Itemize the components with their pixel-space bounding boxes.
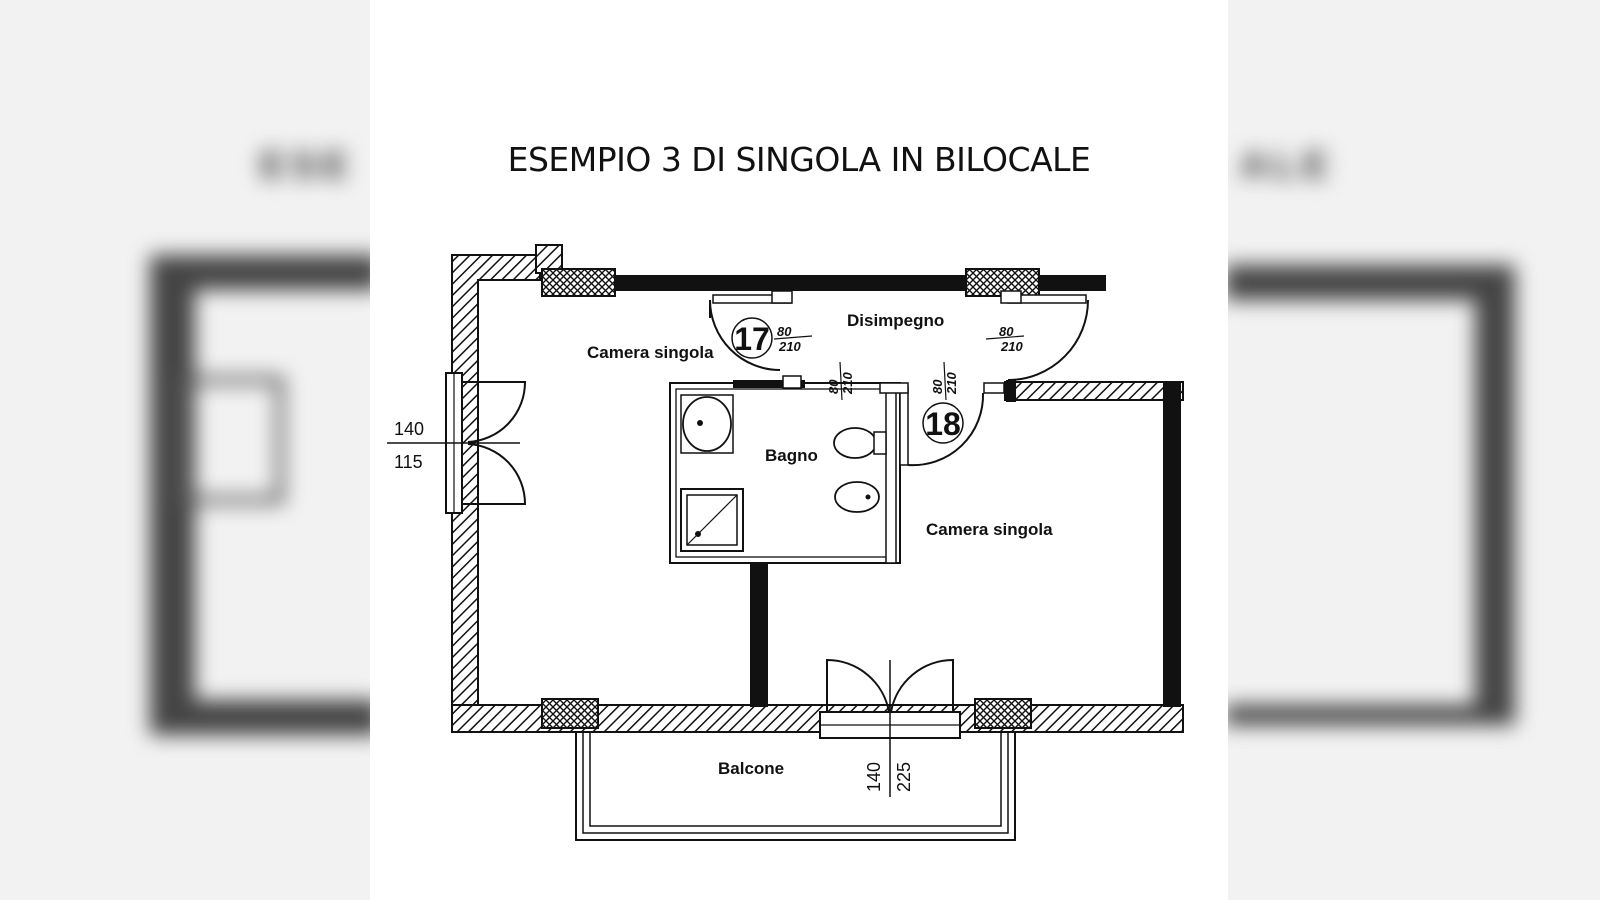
- bidet-icon: [834, 481, 880, 513]
- room-label-camera-left: Camera singola: [587, 343, 714, 362]
- sink-icon: [682, 396, 732, 452]
- door-17-circle: [731, 317, 773, 359]
- door-18-number: 18: [925, 406, 961, 442]
- balcony-rail-mid: [582, 732, 1009, 834]
- balcony-door-height: 225: [894, 762, 914, 792]
- door-17-dim-bar: [773, 335, 813, 340]
- window-left-height: 115: [394, 452, 423, 472]
- room-label-bagno: Bagno: [765, 446, 818, 465]
- window-left-sash-top: [462, 381, 527, 443]
- balcony-door-sash-right: [890, 658, 954, 713]
- shower-diagonal: [686, 494, 738, 546]
- shower-drain-icon: [695, 531, 701, 537]
- room-label-disimpegno: Disimpegno: [847, 311, 944, 330]
- room-label-balcone: Balcone: [718, 759, 784, 778]
- door-18-width: 80: [930, 379, 945, 394]
- bagno-room: [669, 375, 901, 564]
- backdrop-room-left: [195, 290, 380, 700]
- balcony-rail-outer: [575, 732, 1016, 841]
- window-left: [387, 372, 527, 514]
- door-right-hinge: [1000, 290, 1022, 304]
- backdrop-window: [176, 376, 284, 504]
- door-17-width: 80: [777, 324, 792, 339]
- window-left-sash-bottom: [462, 443, 527, 505]
- page-title: ESEMPIO 3 DI SINGOLA IN BILOCALE: [507, 140, 1091, 179]
- wall-east: [1163, 382, 1181, 707]
- external-walls: [451, 244, 1184, 733]
- wall-west-north: [451, 254, 541, 706]
- door-right-height: 210: [1000, 339, 1023, 354]
- door-right-width: 80: [999, 324, 1014, 339]
- backdrop-room-right: [1225, 300, 1475, 705]
- window-left-width: 140: [394, 419, 424, 439]
- wall-partition: [750, 563, 768, 707]
- toilet-tank: [873, 431, 887, 455]
- room-label-camera-right: Camera singola: [926, 520, 1053, 539]
- door-bagno-height: 210: [840, 372, 855, 395]
- door-bagno-dim-bar: [839, 361, 843, 401]
- toilet-icon: [833, 427, 877, 459]
- bidet-tap-icon: [865, 494, 871, 500]
- door-18-height: 210: [944, 372, 959, 395]
- backdrop-title-left: ESE: [260, 145, 354, 187]
- bagno-east-wall: [885, 387, 897, 564]
- door-18-dim-bar: [943, 361, 947, 401]
- corridor-doors: [709, 290, 1089, 467]
- door-right-swing: [1007, 299, 1089, 381]
- door-bagno-width: 80: [826, 379, 841, 394]
- column-3: [541, 698, 599, 729]
- door-17-swing: [709, 299, 781, 371]
- door-18-swing: [907, 392, 985, 467]
- door-18-hinge: [879, 382, 909, 394]
- column-1: [541, 268, 616, 297]
- bagno-door-hinge: [782, 375, 802, 389]
- door-17-hinge: [771, 290, 793, 304]
- columns: [541, 268, 1040, 729]
- door-17-number: 17: [734, 321, 770, 357]
- door-18-leaf: [899, 386, 909, 466]
- door-18-circle: [922, 402, 964, 444]
- balcony-door: [819, 658, 961, 797]
- balcony-rail-inner: [589, 732, 1002, 827]
- balcony-door-sash-left: [826, 658, 890, 713]
- column-4: [974, 698, 1032, 729]
- wall-jamb: [1006, 380, 1016, 402]
- bagno-door-leaf: [733, 380, 805, 388]
- door-17-height: 210: [778, 339, 801, 354]
- sink-drain-icon: [697, 420, 703, 426]
- balcony-door-width: 140: [864, 762, 884, 792]
- balcone-area: [575, 732, 1016, 841]
- door-right-dim-bar: [985, 335, 1025, 340]
- drawing-panel: [370, 0, 1228, 900]
- backdrop-title-right: ALE: [1240, 145, 1334, 187]
- door-18-stop: [983, 382, 1005, 394]
- wall-east-top: [1004, 381, 1184, 401]
- shower-inner: [686, 494, 738, 546]
